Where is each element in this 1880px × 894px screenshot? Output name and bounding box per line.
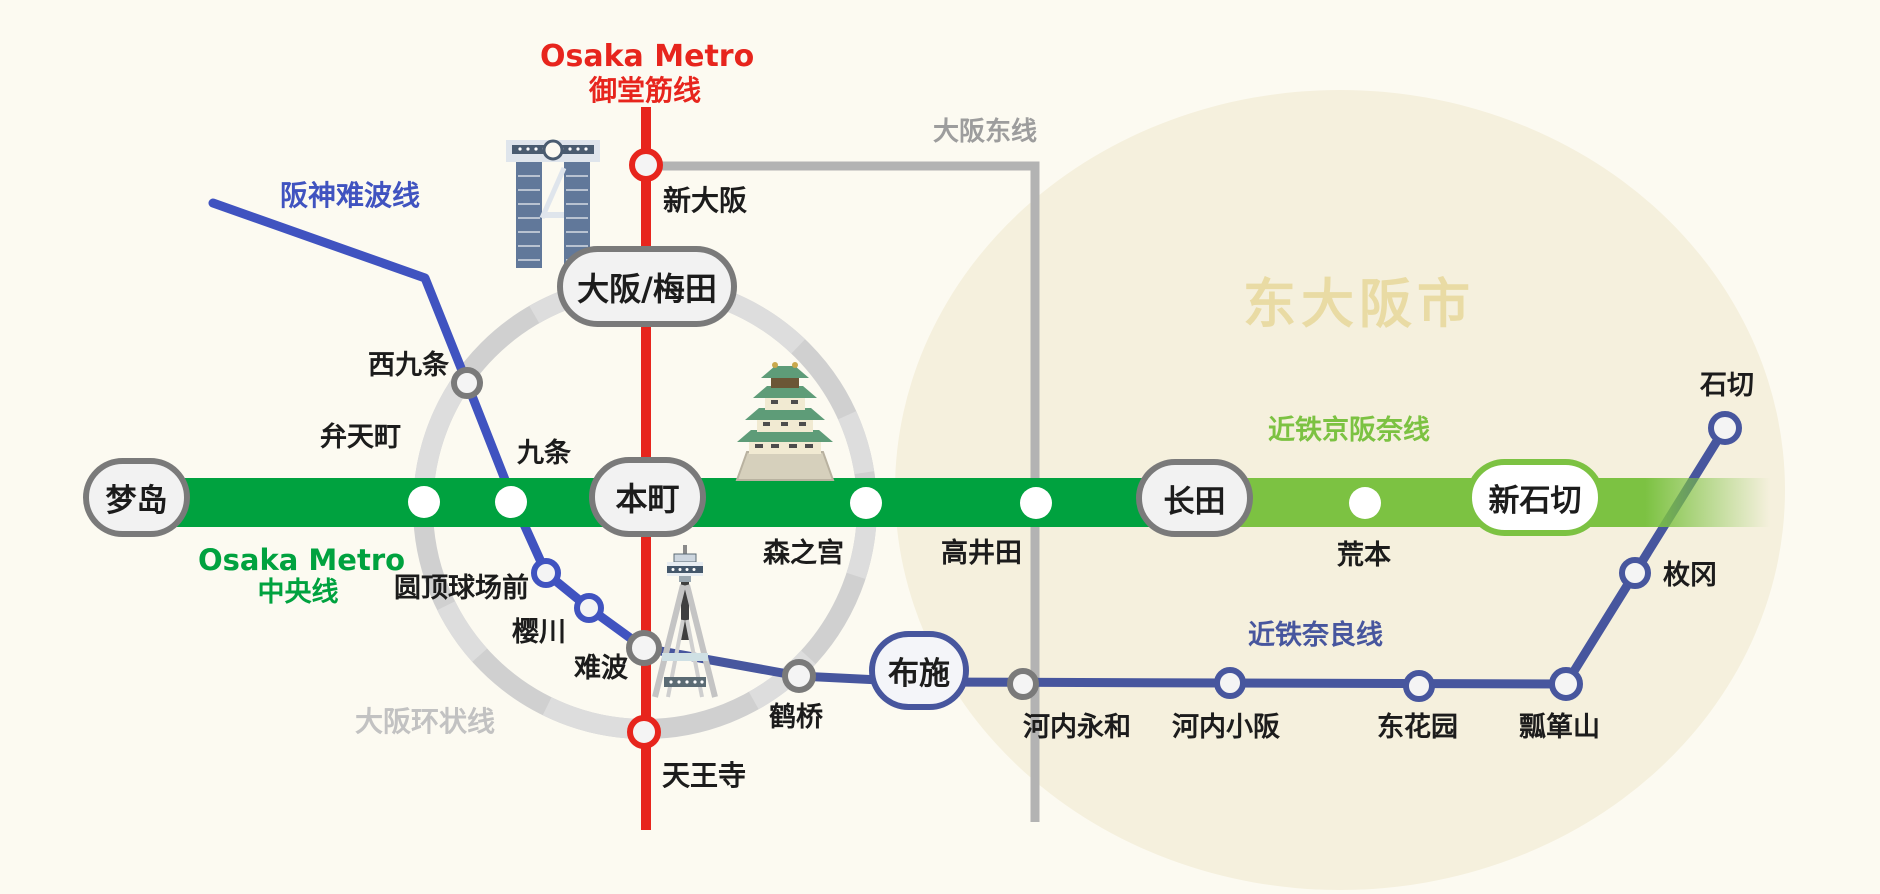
station-circle-shin-osaka <box>629 148 663 182</box>
station-circle-hiraoka <box>1619 557 1651 589</box>
station-dot-takaida <box>1020 487 1052 519</box>
station-label-ishikiri: 石切 <box>1700 370 1754 401</box>
station-label-hyotanyama: 瓢箪山 <box>1519 712 1600 743</box>
chuo-line-label-zh: 中央线 <box>257 577 339 609</box>
hanshin-namba-line-label: 阪神难波线 <box>280 179 421 212</box>
station-label-tennoji: 天王寺 <box>662 759 747 792</box>
midosuji-line-label-zh: 御堂筋线 <box>588 73 701 107</box>
osaka-higashi-line-label: 大阪东线 <box>933 117 1038 147</box>
station-pill-label: 新石切 <box>1488 483 1582 519</box>
station-circle-kawachi-kosaka <box>1214 667 1246 699</box>
keihanna-line-label: 近铁京阪奈线 <box>1268 415 1430 446</box>
station-circle-tennoji <box>627 715 661 749</box>
osaka-castle-icon <box>735 362 835 481</box>
station-pill-label: 梦岛 <box>105 483 168 519</box>
station-dot-aramoto <box>1349 487 1381 519</box>
station-label-higashi-hanazono: 东花园 <box>1377 712 1458 743</box>
station-label-tsuruhashi: 鹤桥 <box>769 702 823 733</box>
station-label-aramoto: 荒本 <box>1337 540 1391 571</box>
station-circle-tsuruhashi <box>782 659 816 693</box>
station-label-shin-osaka: 新大阪 <box>663 184 748 217</box>
station-label-takaida: 高井田 <box>941 538 1022 569</box>
station-pill-nagata: 长田 <box>1136 459 1253 537</box>
station-label-kawachi-kosaka: 河内小阪 <box>1172 712 1280 743</box>
station-circle-sakuragawa <box>574 593 604 623</box>
station-circle-dome-mae <box>531 558 561 588</box>
station-circle-hyotanyama <box>1549 667 1583 701</box>
station-pill-label: 本町 <box>615 480 680 518</box>
chuo-line-label-en: Osaka Metro <box>198 543 406 577</box>
keihanna-line-fade <box>1645 478 1770 527</box>
station-label-hiraoka: 枚冈 <box>1663 560 1717 591</box>
station-pill-label: 布施 <box>888 656 950 692</box>
station-label-namba: 难波 <box>574 653 628 684</box>
station-label-bentencho: 弁天町 <box>320 422 401 453</box>
osaka-loop-line-label: 大阪环状线 <box>355 705 496 738</box>
station-dot-kujo <box>495 486 527 518</box>
station-circle-higashi-hanazono <box>1403 670 1435 702</box>
midosuji-line-label-en: Osaka Metro <box>540 39 755 74</box>
region-label-higashiosaka: 东大阪市 <box>1243 274 1475 335</box>
midosuji-line-label: Osaka Metro 御堂筋线 <box>540 39 755 107</box>
tsutenkaku-tower-icon <box>652 545 718 698</box>
station-label-dome-mae: 圆顶球场前 <box>394 573 529 604</box>
osaka-higashi-line-path <box>647 161 1040 822</box>
station-label-morinomiya: 森之宫 <box>763 538 844 569</box>
station-pill-shin-ishikiri: 新石切 <box>1466 459 1604 536</box>
station-label-kawachi-eiwa: 河内永和 <box>1023 712 1131 743</box>
kintetsu-nara-line-label: 近铁奈良线 <box>1248 620 1383 651</box>
station-pill-label: 长田 <box>1163 483 1226 520</box>
station-pill-yumeshima: 梦岛 <box>83 458 190 537</box>
station-circle-namba <box>626 630 662 666</box>
station-pill-fuse: 布施 <box>869 631 969 710</box>
chuo-line-label: Osaka Metro 中央线 <box>198 543 406 609</box>
station-circle-ishikiri <box>1708 411 1742 445</box>
station-circle-kawachi-eiwa <box>1007 668 1039 700</box>
station-circle-nishikujo <box>451 367 483 399</box>
station-dot-bentencho <box>408 486 440 518</box>
station-pill-hommachi: 本町 <box>589 457 706 537</box>
station-label-nishikujo: 西九条 <box>368 350 449 381</box>
station-pill-label: 大阪/梅田 <box>577 269 717 308</box>
station-label-sakuragawa: 樱川 <box>512 617 566 648</box>
station-dot-morinomiya <box>850 487 882 519</box>
station-pill-osaka-umeda: 大阪/梅田 <box>557 246 737 327</box>
station-label-kujo: 九条 <box>517 438 571 469</box>
